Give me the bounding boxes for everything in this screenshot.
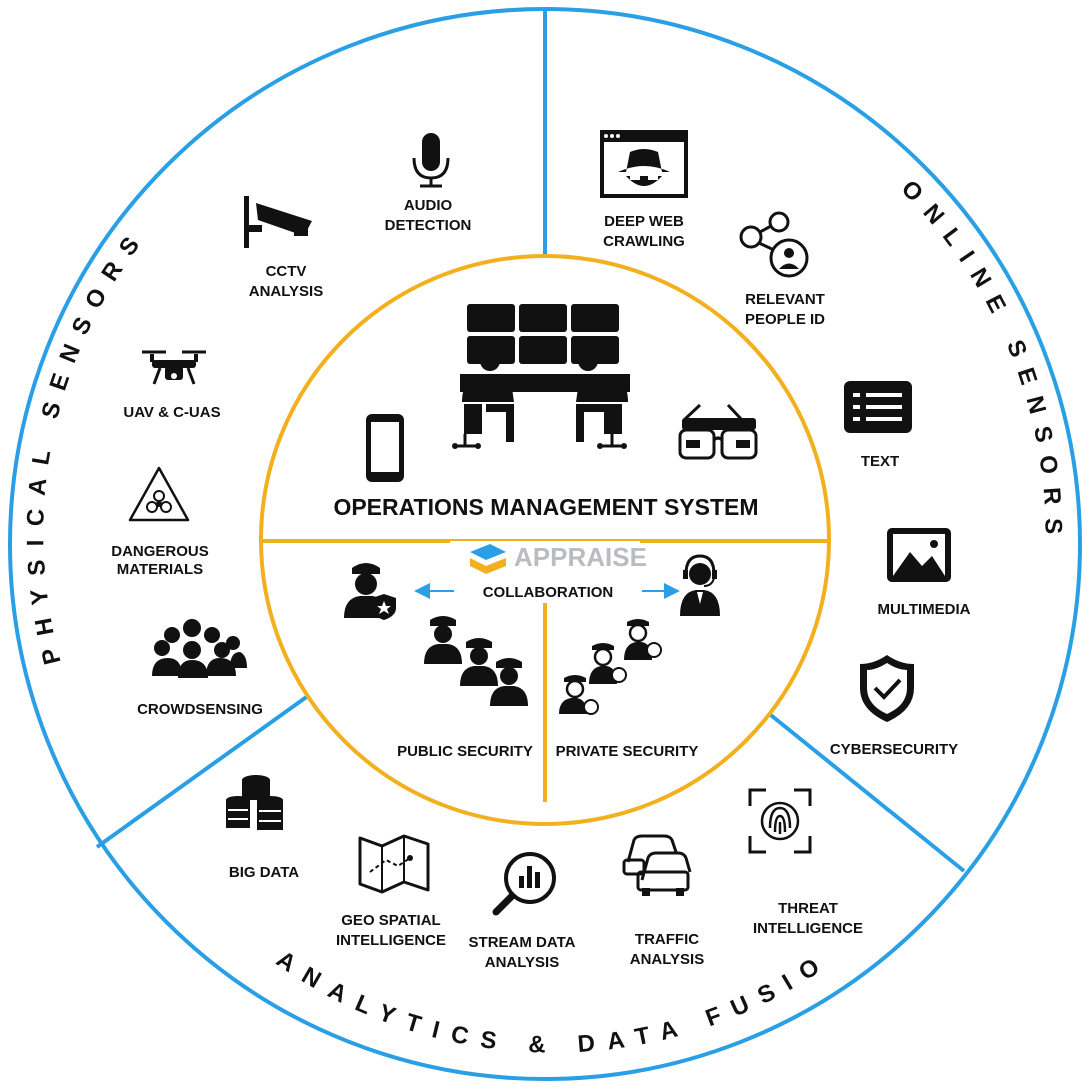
label-audio-line2: DETECTION — [385, 217, 472, 234]
shield-check-icon — [860, 655, 914, 722]
label-people-line1: RELEVANT — [745, 291, 825, 308]
sector-title-physical: PHYSICAL SENSORS — [22, 222, 153, 667]
label-uav: UAV & C-UAS — [123, 404, 220, 421]
label-public-security: PUBLIC SECURITY — [397, 743, 533, 760]
big-data-database-icon — [226, 775, 283, 830]
drone-icon — [142, 352, 206, 384]
text-document-icon — [844, 381, 912, 433]
label-stream-line2: ANALYSIS — [485, 954, 559, 971]
crowd-icon — [152, 619, 247, 678]
label-collaboration: COLLABORATION — [483, 584, 614, 601]
label-geo-line1: GEO SPATIAL — [341, 912, 440, 929]
label-crowdsensing: CROWDSENSING — [137, 701, 263, 718]
label-bigdata: BIG DATA — [229, 864, 299, 881]
deep-web-hacker-icon — [600, 130, 688, 198]
label-traffic-line2: ANALYSIS — [630, 951, 704, 968]
label-dangerous-line2: MATERIALS — [117, 561, 203, 578]
operations-title: OPERATIONS MANAGEMENT SYSTEM — [333, 494, 758, 520]
label-people-line2: PEOPLE ID — [745, 311, 825, 328]
label-threat-line2: INTELLIGENCE — [753, 920, 863, 937]
fingerprint-scan-icon — [750, 790, 810, 852]
label-private-security: PRIVATE SECURITY — [556, 743, 699, 760]
microphone-icon — [414, 133, 448, 186]
label-deepweb-line2: CRAWLING — [603, 233, 685, 250]
map-route-icon — [360, 836, 428, 892]
cctv-camera-icon — [244, 196, 312, 248]
label-traffic-line1: TRAFFIC — [635, 931, 699, 948]
magnifier-chart-icon — [496, 854, 554, 912]
label-dangerous-line1: DANGEROUS — [111, 543, 209, 560]
label-audio-line1: AUDIO — [404, 197, 453, 214]
smartphone-icon — [366, 414, 404, 482]
image-multimedia-icon — [887, 528, 951, 582]
label-multimedia: MULTIMEDIA — [877, 601, 970, 618]
traffic-cars-icon — [624, 836, 690, 896]
label-cctv-line1: CCTV — [266, 263, 307, 280]
appraise-logo: APPRAISE — [450, 541, 647, 574]
label-stream-line1: STREAM DATA — [469, 934, 576, 951]
label-text: TEXT — [861, 453, 899, 470]
label-cctv-line2: ANALYSIS — [249, 283, 323, 300]
label-cybersecurity: CYBERSECURITY — [830, 741, 958, 758]
label-threat-line1: THREAT — [778, 900, 838, 917]
people-network-icon — [741, 213, 807, 276]
biohazard-warning-icon — [130, 468, 188, 520]
label-geo-line2: INTELLIGENCE — [336, 932, 446, 949]
appraise-brand-text: APPRAISE — [514, 542, 647, 572]
label-deepweb-line1: DEEP WEB — [604, 213, 684, 230]
